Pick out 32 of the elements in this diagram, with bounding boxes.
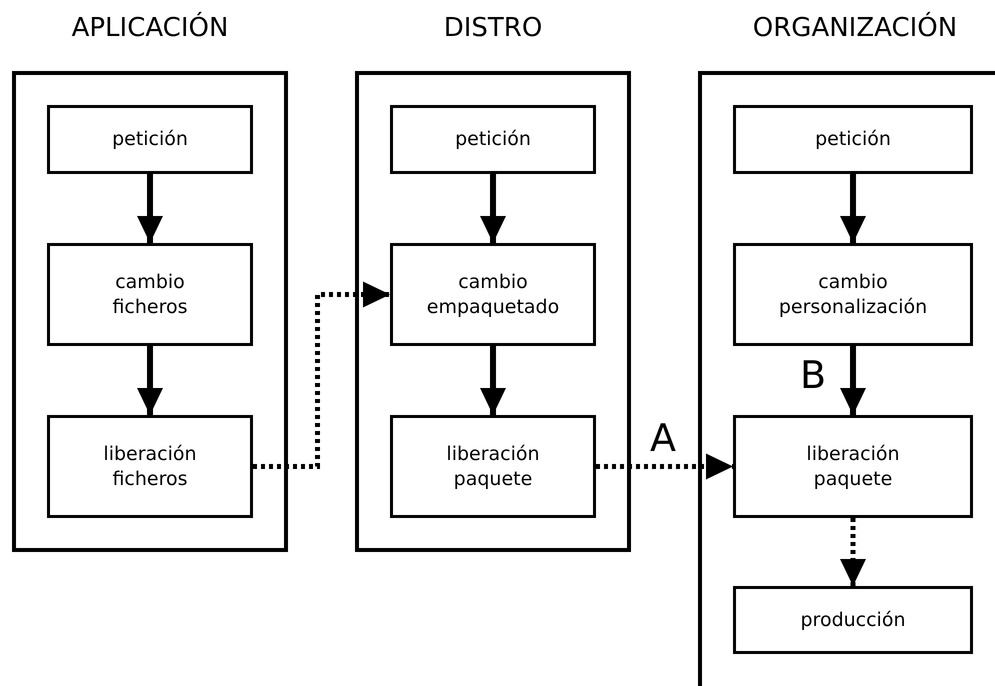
box-label: producción <box>799 608 907 632</box>
dotted-arrow <box>840 518 866 586</box>
arrow <box>137 346 163 415</box>
lane-title: DISTRO <box>442 13 544 43</box>
dotted-arrow <box>253 282 390 469</box>
box-label: liberación paquete <box>445 442 541 492</box>
process-box <box>390 415 596 518</box>
process-box <box>733 105 973 174</box>
process-box <box>390 243 596 346</box>
lane-title: APLICACIÓN <box>70 13 230 43</box>
process-box <box>733 415 973 518</box>
process-box <box>733 243 973 346</box>
box-label: petición <box>454 127 532 152</box>
box-label: petición <box>814 127 892 152</box>
box-label: liberación ficheros <box>102 442 198 492</box>
box-label: cambio ficheros <box>111 270 189 320</box>
arrow <box>137 174 163 243</box>
box-label: liberación paquete <box>805 442 901 492</box>
box-label: petición <box>111 127 189 152</box>
dotted-arrow <box>596 454 733 480</box>
process-box <box>390 105 596 174</box>
arrow <box>480 174 506 243</box>
box-label: cambio personalización <box>778 270 928 320</box>
lane-title: ORGANIZACIÓN <box>752 13 958 43</box>
process-box <box>733 586 973 654</box>
arrow <box>840 174 866 243</box>
arrow <box>840 346 866 415</box>
process-box <box>47 243 253 346</box>
box-label: cambio empaquetado <box>426 270 560 320</box>
process-box <box>47 105 253 174</box>
process-box <box>47 415 253 518</box>
arrow <box>480 346 506 415</box>
